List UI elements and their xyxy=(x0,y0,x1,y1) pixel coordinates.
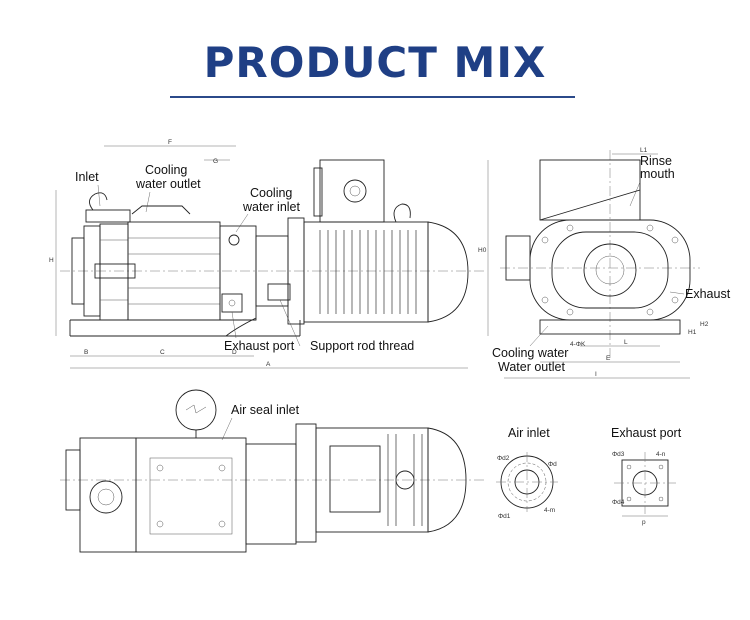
label-cooling-water-inlet-line2: water inlet xyxy=(242,200,300,214)
dim-D: D xyxy=(232,349,237,356)
dim-L1: L1 xyxy=(640,147,648,154)
label-rinse-mouth-line1: Rinse xyxy=(640,154,672,168)
dim-phi-d3: Φd3 xyxy=(612,451,625,458)
side-elevation-view: F G H H0 B C D A xyxy=(49,139,489,369)
end-view: L1 L E I H1 H2 4-ΦK xyxy=(500,147,709,379)
end-view-side-port xyxy=(505,235,531,281)
motor-body xyxy=(303,221,429,323)
dim-B: B xyxy=(84,349,88,356)
dim-H0: H0 xyxy=(478,247,487,254)
dim-4-n: 4-n xyxy=(656,451,666,458)
dim-4-m: 4-m xyxy=(544,507,555,514)
exhaust-port-detail: Exhaust port Φd3 4-n Φd4 p xyxy=(611,426,682,526)
dim-G: G xyxy=(213,158,218,165)
dim-H: H xyxy=(49,257,54,264)
dim-phi-d4: Φd4 xyxy=(612,499,625,506)
dim-C: C xyxy=(160,349,165,356)
dim-p: p xyxy=(642,519,646,526)
dim-F: F xyxy=(168,139,172,146)
plan-gear-housing xyxy=(79,437,137,553)
label-support-rod-thread: Support rod thread xyxy=(310,339,414,353)
inlet-flange xyxy=(85,209,131,223)
lifting-eye-left xyxy=(89,192,108,211)
end-view-oval-flange xyxy=(551,231,669,309)
air-inlet-title: Air inlet xyxy=(508,426,550,440)
dim-H2: H2 xyxy=(700,321,709,328)
dim-phi-d: Φd xyxy=(548,461,557,468)
support-rod-block xyxy=(267,283,291,301)
terminal-box xyxy=(319,159,385,223)
motor-fan-cover xyxy=(427,221,469,323)
title-underline xyxy=(170,96,575,98)
page-title: PRODUCT MIX xyxy=(203,38,547,87)
plan-motor-fan-cover xyxy=(427,427,467,533)
dim-E: E xyxy=(606,355,611,362)
label-rinse-mouth-line2: mouth xyxy=(640,167,675,181)
dim-phi-d1: Φd1 xyxy=(498,513,511,520)
shaft-seal xyxy=(94,263,136,279)
dim-I: I xyxy=(595,371,597,378)
air-inlet-detail: Air inlet Φd2 Φd Φd1 4-m xyxy=(496,426,558,520)
plan-view xyxy=(60,389,485,553)
label-water-outlet: Water outlet xyxy=(498,360,565,374)
end-view-terminal-box xyxy=(539,159,641,221)
plan-motor-flange xyxy=(295,423,317,543)
exhaust-port-title: Exhaust port xyxy=(611,426,682,440)
label-exhaust: Exhaust xyxy=(685,287,731,301)
label-cooling-water-inlet-line1: Cooling xyxy=(250,186,292,200)
label-exhaust-port-side: Exhaust port xyxy=(224,339,295,353)
plan-pump-body xyxy=(135,437,247,553)
bearing-housing xyxy=(219,225,257,321)
label-cooling-water-outlet-line1: Cooling xyxy=(145,163,187,177)
dim-L: L xyxy=(624,339,628,346)
label-air-seal-inlet: Air seal inlet xyxy=(231,403,300,417)
label-inlet: Inlet xyxy=(75,170,99,184)
dim-A: A xyxy=(266,361,271,368)
terminal-gland-icon xyxy=(343,179,367,203)
label-cooling-water: Cooling water xyxy=(492,346,568,360)
plan-bearing-housing xyxy=(245,443,297,545)
motor-fins xyxy=(319,230,417,314)
plan-terminal-box xyxy=(329,445,381,513)
air-seal-gauge-icon xyxy=(175,389,217,431)
plan-motor-fins xyxy=(387,434,423,526)
gear-housing xyxy=(99,223,129,321)
dim-phi-d2: Φd2 xyxy=(497,455,510,462)
dim-H1: H1 xyxy=(688,329,697,336)
plan-inlet-flange xyxy=(89,480,123,514)
label-cooling-water-outlet-line2: water outlet xyxy=(135,177,201,191)
dim-hole-spec: 4-ΦK xyxy=(570,341,586,348)
